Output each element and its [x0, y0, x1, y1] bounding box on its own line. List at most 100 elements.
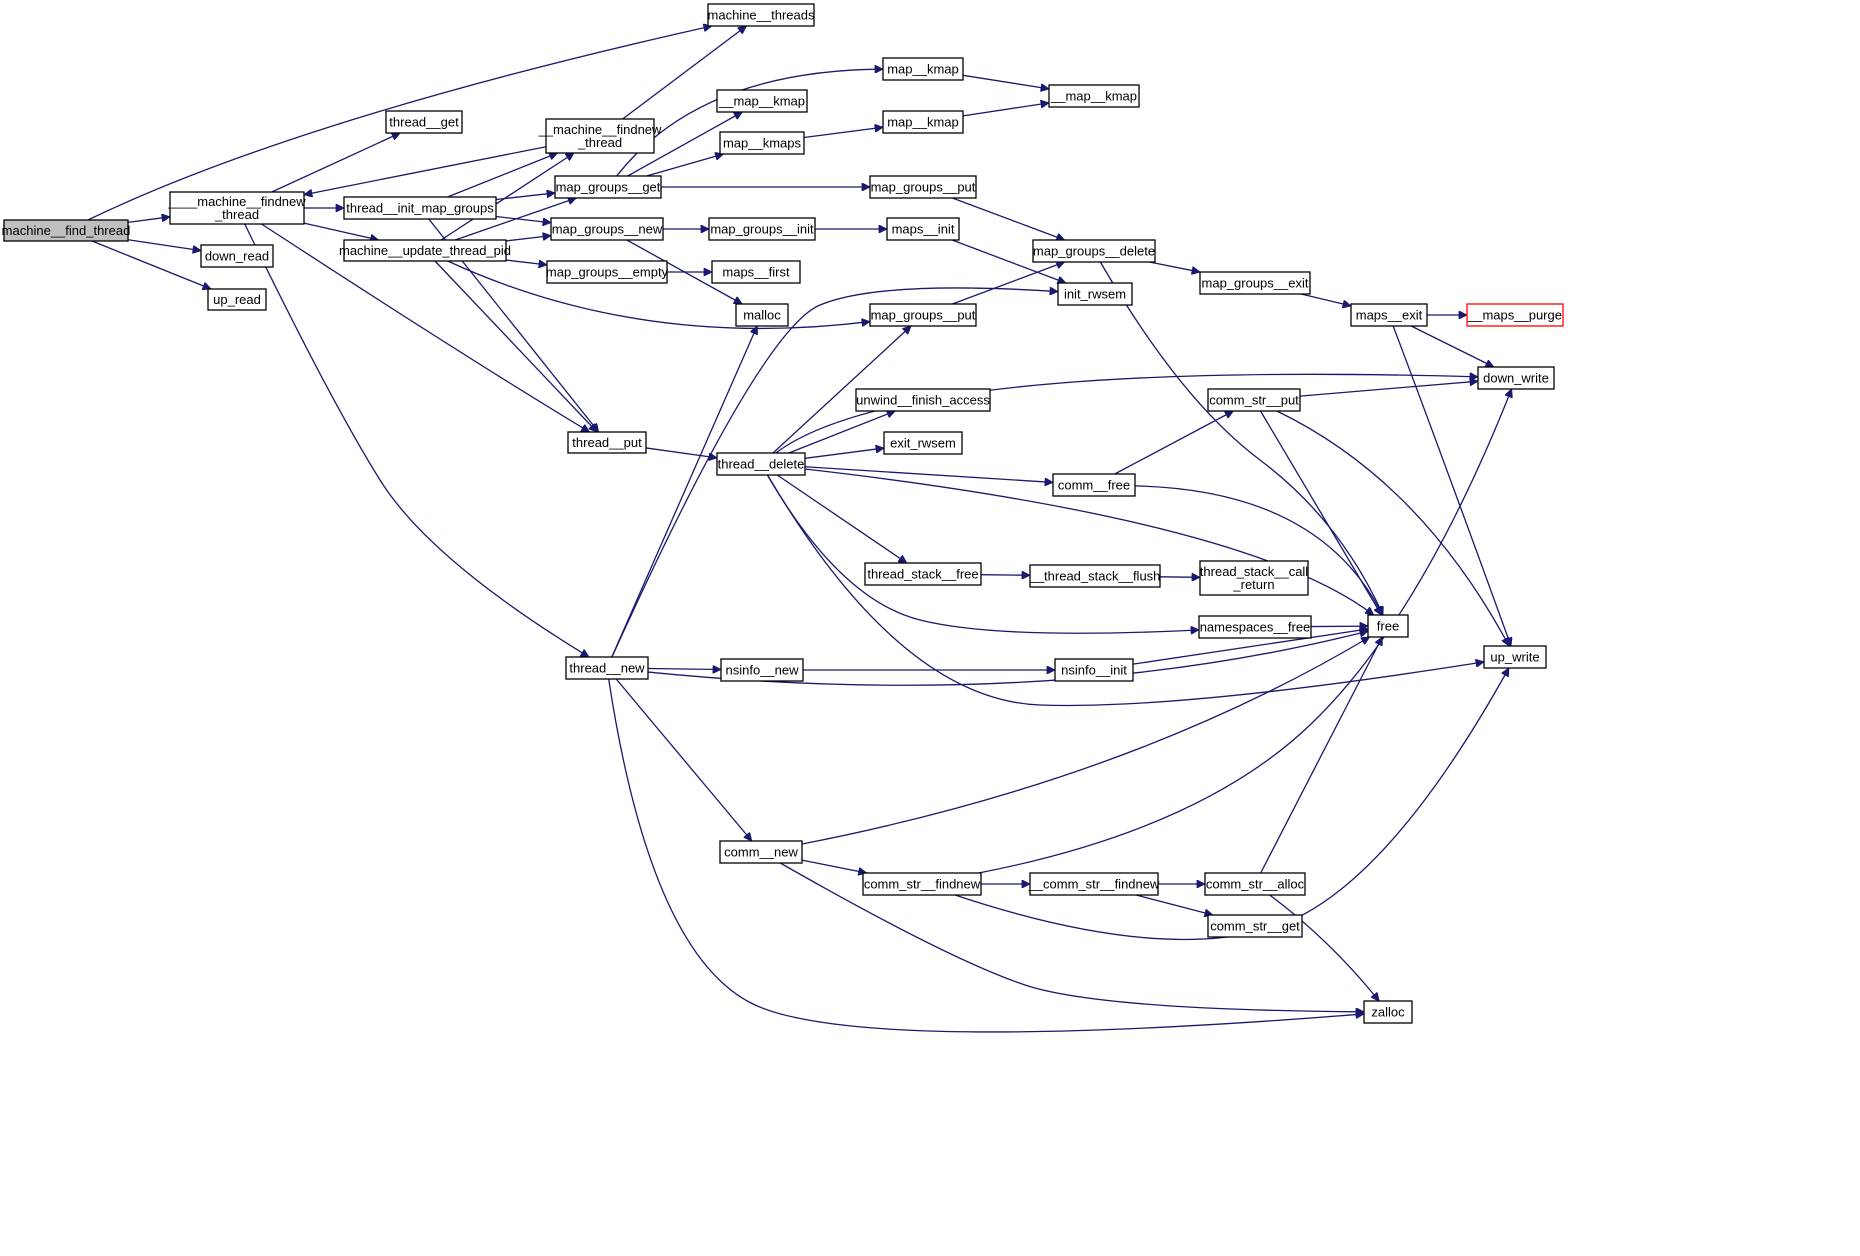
node-comm-str-findnew[interactable]: comm_str__findnew: [862, 872, 982, 896]
edge-comm_str_put-to-free: [1259, 410, 1383, 615]
edge-thread_new-to-init_rwsem: [611, 288, 1058, 658]
node-box: [720, 658, 804, 682]
node-label: thread__delete: [718, 457, 805, 472]
node-label: nsinfo__init: [1061, 663, 1127, 678]
node-map-groups-empty[interactable]: map_groups__empty: [546, 260, 669, 284]
node---map-kmap-right[interactable]: __map__kmap: [1048, 84, 1140, 108]
edge-thread_new-to-nsinfo_new: [647, 669, 721, 670]
node-machine-find-thread[interactable]: machine__find_thread: [2, 219, 131, 242]
node-namespaces-free[interactable]: namespaces__free: [1198, 615, 1312, 639]
node-machine-update-thread-pid[interactable]: machine__update_thread_pid: [339, 239, 511, 262]
node-map-groups-put-b[interactable]: map_groups__put: [869, 303, 977, 327]
edge-map_groups_get-to-map_kmaps: [646, 154, 724, 177]
node-map-groups-delete[interactable]: map_groups__delete: [1032, 239, 1156, 263]
node-box: [886, 217, 960, 241]
node-box: [3, 219, 129, 242]
node---comm-str-findnew[interactable]: __comm_str__findnew: [1028, 872, 1160, 896]
node-label: thread_stack__free: [867, 567, 978, 582]
node-label: down_read: [205, 249, 269, 264]
node-label: _thread: [577, 135, 622, 150]
node-machine-findnew-thread-inner[interactable]: ____machine__findnew_thread: [167, 191, 306, 225]
node-label: machine__update_thread_pid: [339, 243, 511, 258]
node-up-read[interactable]: up_read: [207, 288, 267, 311]
node-label: map_groups__new: [552, 222, 663, 237]
node-comm-str-put[interactable]: comm_str__put: [1207, 388, 1301, 412]
node-box: [550, 217, 664, 241]
edge-comm_str_alloc-to-free: [1260, 637, 1383, 874]
node-maps-init[interactable]: maps__init: [886, 217, 960, 241]
node-thread-new[interactable]: thread__new: [565, 656, 649, 680]
node-nsinfo-init[interactable]: nsinfo__init: [1054, 658, 1134, 682]
node-map-kmap-a[interactable]: map__kmap: [882, 57, 964, 81]
node-map-groups-get[interactable]: map_groups__get: [554, 175, 662, 199]
node-comm-new[interactable]: comm__new: [719, 840, 803, 864]
node-free[interactable]: free: [1367, 614, 1409, 638]
node-box: [719, 840, 803, 864]
node-label: map_groups__init: [710, 222, 814, 237]
node-label: __map__kmap: [718, 94, 805, 109]
node-label: unwind__finish_access: [856, 393, 990, 408]
node-init-rwsem[interactable]: init_rwsem: [1057, 282, 1133, 306]
node---maps-purge[interactable]: __maps__purge: [1466, 303, 1564, 327]
node-thread-get[interactable]: thread__get: [385, 110, 463, 134]
edge-machine_findnew_thread-to-machine_threads: [622, 26, 747, 120]
node-down-write[interactable]: down_write: [1477, 366, 1555, 390]
node-comm-str-get[interactable]: comm_str__get: [1207, 914, 1303, 938]
node-box: [882, 57, 964, 81]
node-label: zalloc: [1371, 1005, 1405, 1020]
node-comm-str-alloc[interactable]: comm_str__alloc: [1204, 872, 1306, 896]
node-label: namespaces__free: [1200, 620, 1311, 635]
edge-comm_new-to-zalloc: [779, 862, 1364, 1012]
node-machine-threads[interactable]: machine__threads: [707, 3, 815, 27]
edge-machine_update_thread_pid-to-map_groups_empty: [505, 259, 547, 265]
edge-machine_findnew_thread_inner-to-thread_put: [261, 223, 590, 433]
node-maps-exit[interactable]: maps__exit: [1350, 303, 1428, 327]
node-down-read[interactable]: down_read: [200, 244, 274, 268]
node-comm-free[interactable]: comm__free: [1052, 473, 1136, 497]
edge-thread_delete-to-down_write: [775, 374, 1478, 454]
node-box: [864, 562, 982, 586]
node-nsinfo-new[interactable]: nsinfo__new: [720, 658, 804, 682]
node-label: machine__threads: [708, 8, 815, 23]
edge-thread_stack_free-to-__thread_stack_flush: [980, 575, 1030, 576]
node-label: map_groups__get: [556, 180, 661, 195]
edge-thread_delete-to-up_write: [766, 474, 1484, 707]
node-malloc[interactable]: malloc: [735, 303, 789, 327]
node-zalloc[interactable]: zalloc: [1363, 1000, 1413, 1024]
node-map-kmap-b[interactable]: map__kmap: [882, 110, 964, 134]
node-label: __machine__findnew: [538, 122, 662, 137]
edge-thread_delete-to-free: [804, 468, 1374, 615]
node---map-kmap-mid[interactable]: __map__kmap: [716, 89, 808, 113]
node-maps-first[interactable]: maps__first: [711, 260, 801, 284]
node-map-groups-exit[interactable]: map_groups__exit: [1199, 271, 1311, 295]
node-thread-delete[interactable]: thread__delete: [716, 452, 806, 476]
node-up-write[interactable]: up_write: [1483, 645, 1547, 669]
node-box: [1367, 614, 1409, 638]
node-label: maps__init: [892, 222, 955, 237]
node-thread-init-map-groups[interactable]: thread__init_map_groups: [343, 196, 497, 220]
node-map-groups-new[interactable]: map_groups__new: [550, 217, 664, 241]
node-unwind-finish-access[interactable]: unwind__finish_access: [855, 388, 991, 412]
edge-map_groups_put_b-to-map_groups_delete: [952, 262, 1064, 305]
node-label: maps__exit: [1356, 308, 1423, 323]
edge-thread_init_map_groups-to-map_groups_new: [495, 215, 551, 223]
node-machine-findnew-thread[interactable]: __machine__findnew_thread: [538, 118, 662, 154]
node-label: _return: [1232, 577, 1274, 592]
node-label: thread__get: [389, 115, 459, 130]
node-thread-put[interactable]: thread__put: [567, 431, 647, 454]
node-map-groups-put-a[interactable]: map_groups__put: [869, 175, 977, 199]
node---thread-stack-flush[interactable]: __thread_stack__flush: [1029, 564, 1161, 588]
node-box: [711, 260, 801, 284]
node-map-kmaps[interactable]: map__kmaps: [719, 131, 805, 155]
edge-__comm_str_findnew-to-comm_str_get: [1136, 894, 1213, 915]
node-box: [1048, 84, 1140, 108]
edge-machine_findnew_thread_inner-to-machine_update_thread_pid: [303, 222, 379, 240]
node-exit-rwsem[interactable]: exit_rwsem: [883, 431, 963, 455]
node-box: [1029, 564, 1161, 588]
node-box: [200, 244, 274, 268]
edge-machine_findnew_thread_inner-to-thread_new: [244, 223, 589, 658]
node-thread-stack-call-return[interactable]: thread_stack__call_return: [1199, 560, 1309, 596]
node-map-groups-init[interactable]: map_groups__init: [708, 217, 816, 241]
node-thread-stack-free[interactable]: thread_stack__free: [864, 562, 982, 586]
node-box: [862, 872, 982, 896]
